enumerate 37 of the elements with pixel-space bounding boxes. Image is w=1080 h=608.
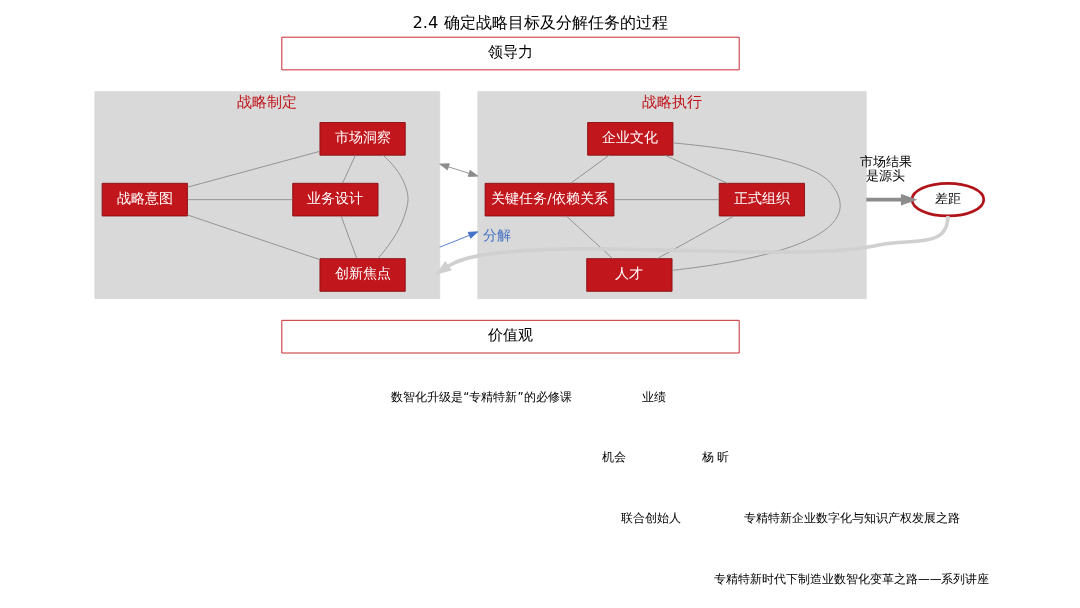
arrow	[866, 193, 918, 206]
node-box: 价值观	[281, 319, 740, 354]
node-box: 战略意图	[101, 182, 188, 217]
diagram-title: 2.4 确定战略目标及分解任务的过程	[412, 13, 668, 33]
node-box: 人才	[586, 258, 673, 292]
label: 机会	[601, 450, 626, 465]
label: 业绩	[641, 389, 666, 404]
label: 专精特新企业数字化与知识产权发展之路	[743, 511, 960, 526]
node-box: 关键任务/依赖关系	[484, 182, 615, 217]
connector	[340, 215, 358, 259]
connector	[377, 154, 409, 260]
node-box: 领导力	[281, 36, 740, 71]
node-box: 市场洞察	[319, 122, 406, 156]
connector	[342, 154, 356, 184]
arrow	[439, 163, 479, 177]
connector	[671, 142, 841, 271]
connector	[187, 199, 294, 201]
arrow	[439, 231, 479, 248]
node-box: 创新焦点	[319, 258, 406, 292]
connector	[187, 214, 321, 261]
label: 数智化升级是“专精特新”的必修课	[391, 389, 572, 404]
node-label: 是源头	[866, 167, 906, 183]
label: 联合创始人	[621, 511, 682, 526]
connector	[570, 154, 610, 184]
node-ellipse: 差距	[910, 181, 986, 218]
arrow	[435, 215, 950, 275]
edge-label: 分解	[483, 227, 512, 244]
node-box: 业务设计	[292, 182, 379, 217]
node-box: 企业文化	[587, 122, 674, 156]
connector	[187, 150, 321, 188]
label: 杨 昕	[701, 450, 730, 465]
label: 专精特新时代下制造业数智化变革之路——系列讲座	[713, 571, 990, 586]
connector	[566, 215, 613, 259]
connector	[664, 154, 728, 184]
connector	[613, 199, 720, 201]
node-box: 正式组织	[718, 182, 805, 217]
connector	[657, 215, 735, 259]
